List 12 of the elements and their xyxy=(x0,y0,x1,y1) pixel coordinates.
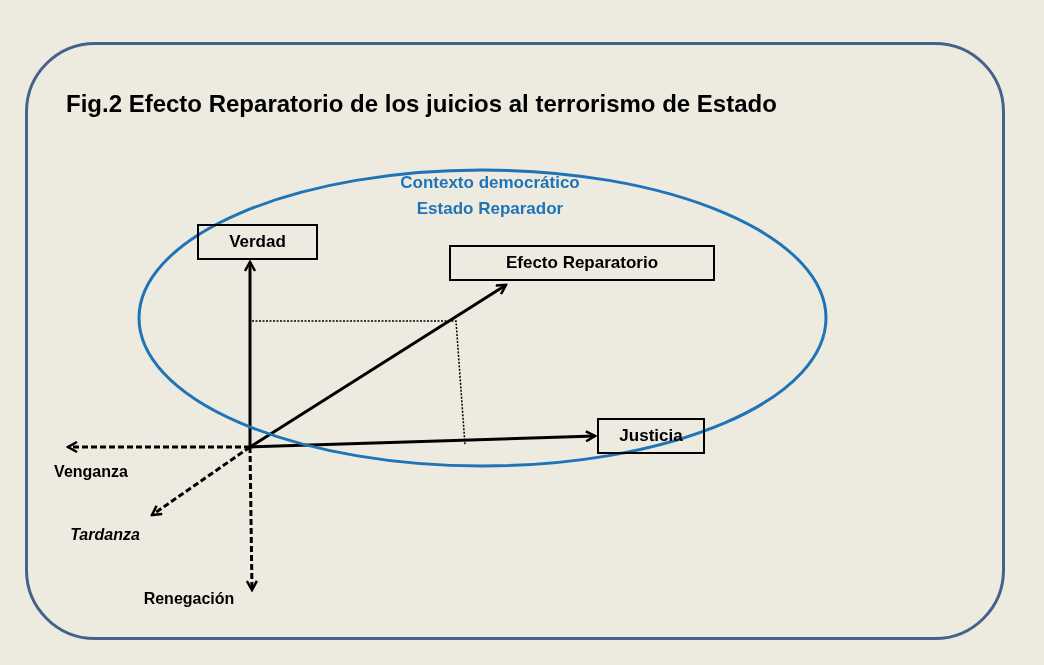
figure-title: Fig.2 Efecto Reparatorio de los juicios al terrorismo de Estado xyxy=(66,89,777,119)
arrow xyxy=(66,440,250,454)
axis-label: Renegación xyxy=(143,589,235,609)
label-box: Verdad xyxy=(197,224,318,260)
ellipse-heading: Contexto democrático Estado Reparador xyxy=(399,172,581,220)
axis-label: Venganza xyxy=(54,462,128,482)
arrow xyxy=(245,446,259,592)
label-box: Efecto Reparatorio xyxy=(449,245,715,281)
arrow xyxy=(243,260,257,447)
arrow xyxy=(249,430,597,449)
arrow xyxy=(150,445,251,517)
axis-label: Tardanza xyxy=(70,525,140,545)
